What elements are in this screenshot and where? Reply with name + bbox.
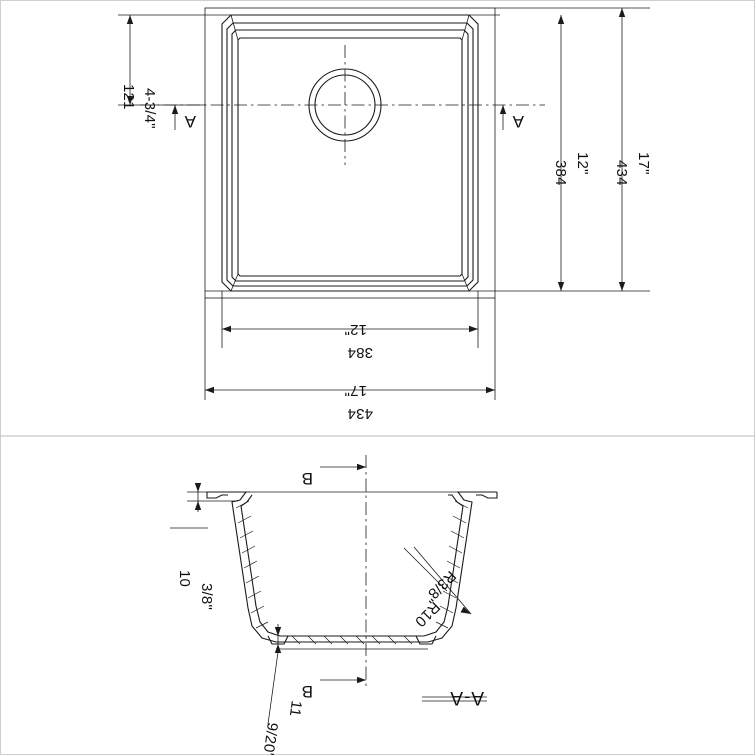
leader-line bbox=[413, 546, 472, 615]
rim-lip-left bbox=[206, 492, 228, 499]
corner-chamfer-br bbox=[461, 273, 470, 292]
arrow-head-up bbox=[274, 627, 282, 636]
hatch-left-wall bbox=[235, 500, 269, 629]
arrow-head-right bbox=[469, 325, 478, 333]
dim-value-9-20: 9/20" bbox=[259, 721, 281, 755]
dim-top-left-vertical: 121 4-3/4" bbox=[120, 15, 158, 129]
dim-value-17-horizontal: 17" bbox=[344, 382, 367, 399]
arrow-head-up bbox=[194, 501, 202, 510]
dim-value-10: 10 bbox=[176, 570, 193, 587]
dim-value-r3-8: R3/8" bbox=[420, 567, 459, 606]
dim-value-12-vertical: 12" bbox=[574, 152, 591, 175]
arrow-head-down bbox=[274, 644, 282, 653]
corner-chamfer-tl bbox=[230, 14, 239, 41]
sink-bowl-bottom-outline bbox=[237, 37, 463, 277]
bowl-foot-right bbox=[415, 635, 437, 645]
dim-value-3-8: 3/8" bbox=[198, 583, 215, 610]
section-label-a-right: A bbox=[512, 112, 524, 131]
dim-value-434-vertical: 434 bbox=[613, 160, 630, 186]
top-view: 121 4-3/4" A A 384 12" bbox=[118, 7, 652, 422]
arrow-head bbox=[171, 105, 179, 114]
arrow-head-up bbox=[126, 15, 134, 24]
arrow-head bbox=[357, 676, 366, 684]
rim-lip-right bbox=[476, 492, 498, 499]
dim-rim-thickness: 10 3/8" bbox=[170, 483, 250, 610]
dim-value-384-horizontal: 384 bbox=[347, 344, 373, 361]
section-label-b-bottom: B bbox=[302, 682, 313, 701]
section-caption: A-A bbox=[449, 687, 484, 708]
dim-bottom-horizontal-inner: 12" 384 bbox=[222, 321, 478, 361]
section-mark-a-right: A bbox=[499, 105, 524, 131]
sink-rim-outer bbox=[221, 14, 479, 292]
arrow-head bbox=[460, 606, 471, 614]
section-mark-b-top: B bbox=[302, 463, 366, 488]
section-view-aa: B B 10 3/8" bbox=[170, 455, 498, 755]
dim-value-4-3-4: 4-3/4" bbox=[141, 88, 158, 129]
arrow-head-up bbox=[557, 15, 565, 24]
sink-rim-mid bbox=[226, 22, 474, 287]
section-mark-b-bottom: B bbox=[302, 676, 366, 701]
dim-bottom-horizontal-outer: 17" 434 bbox=[205, 382, 495, 422]
arrow-head-down bbox=[618, 282, 626, 291]
arrow-head-right bbox=[486, 386, 495, 394]
dim-right-vertical-outer: 434 17" bbox=[613, 8, 652, 291]
dim-right-vertical-inner: 384 12" bbox=[552, 15, 591, 291]
sink-rim-inner bbox=[231, 29, 469, 282]
dim-bottom-thickness: 11 9/20" bbox=[259, 624, 305, 755]
hatch-bottom bbox=[291, 635, 413, 645]
dim-value-121: 121 bbox=[120, 84, 137, 110]
arrow-head-down bbox=[557, 282, 565, 291]
section-label-b-top: B bbox=[302, 469, 313, 488]
dim-value-17-vertical: 17" bbox=[635, 152, 652, 175]
arrow-head bbox=[357, 463, 366, 471]
dim-value-384-vertical: 384 bbox=[552, 160, 569, 186]
sink-outer-flange bbox=[204, 7, 496, 299]
section-mark-a-left: A bbox=[171, 105, 196, 131]
arrow-head-up bbox=[618, 8, 626, 17]
dim-corner-radius: R10 R3/8" bbox=[403, 546, 472, 630]
dim-value-r10: R10 bbox=[411, 598, 443, 630]
dim-value-11: 11 bbox=[286, 699, 305, 717]
section-caption-group: A-A bbox=[422, 687, 487, 708]
dim-value-434-horizontal: 434 bbox=[347, 405, 373, 422]
leader-line bbox=[267, 651, 279, 725]
corner-chamfer-tr bbox=[461, 14, 470, 41]
corner-chamfer-bl bbox=[230, 273, 239, 292]
arrow-head-down bbox=[126, 96, 134, 105]
dim-value-12-horizontal: 12" bbox=[344, 321, 367, 338]
dim-text-rule bbox=[403, 547, 448, 592]
arrow-head bbox=[499, 105, 507, 114]
arrow-head-left bbox=[205, 386, 214, 394]
section-label-a-left: A bbox=[184, 112, 196, 131]
arrow-head-down bbox=[194, 483, 202, 492]
hatch-right-wall bbox=[435, 500, 469, 629]
arrow-head-left bbox=[222, 325, 231, 333]
